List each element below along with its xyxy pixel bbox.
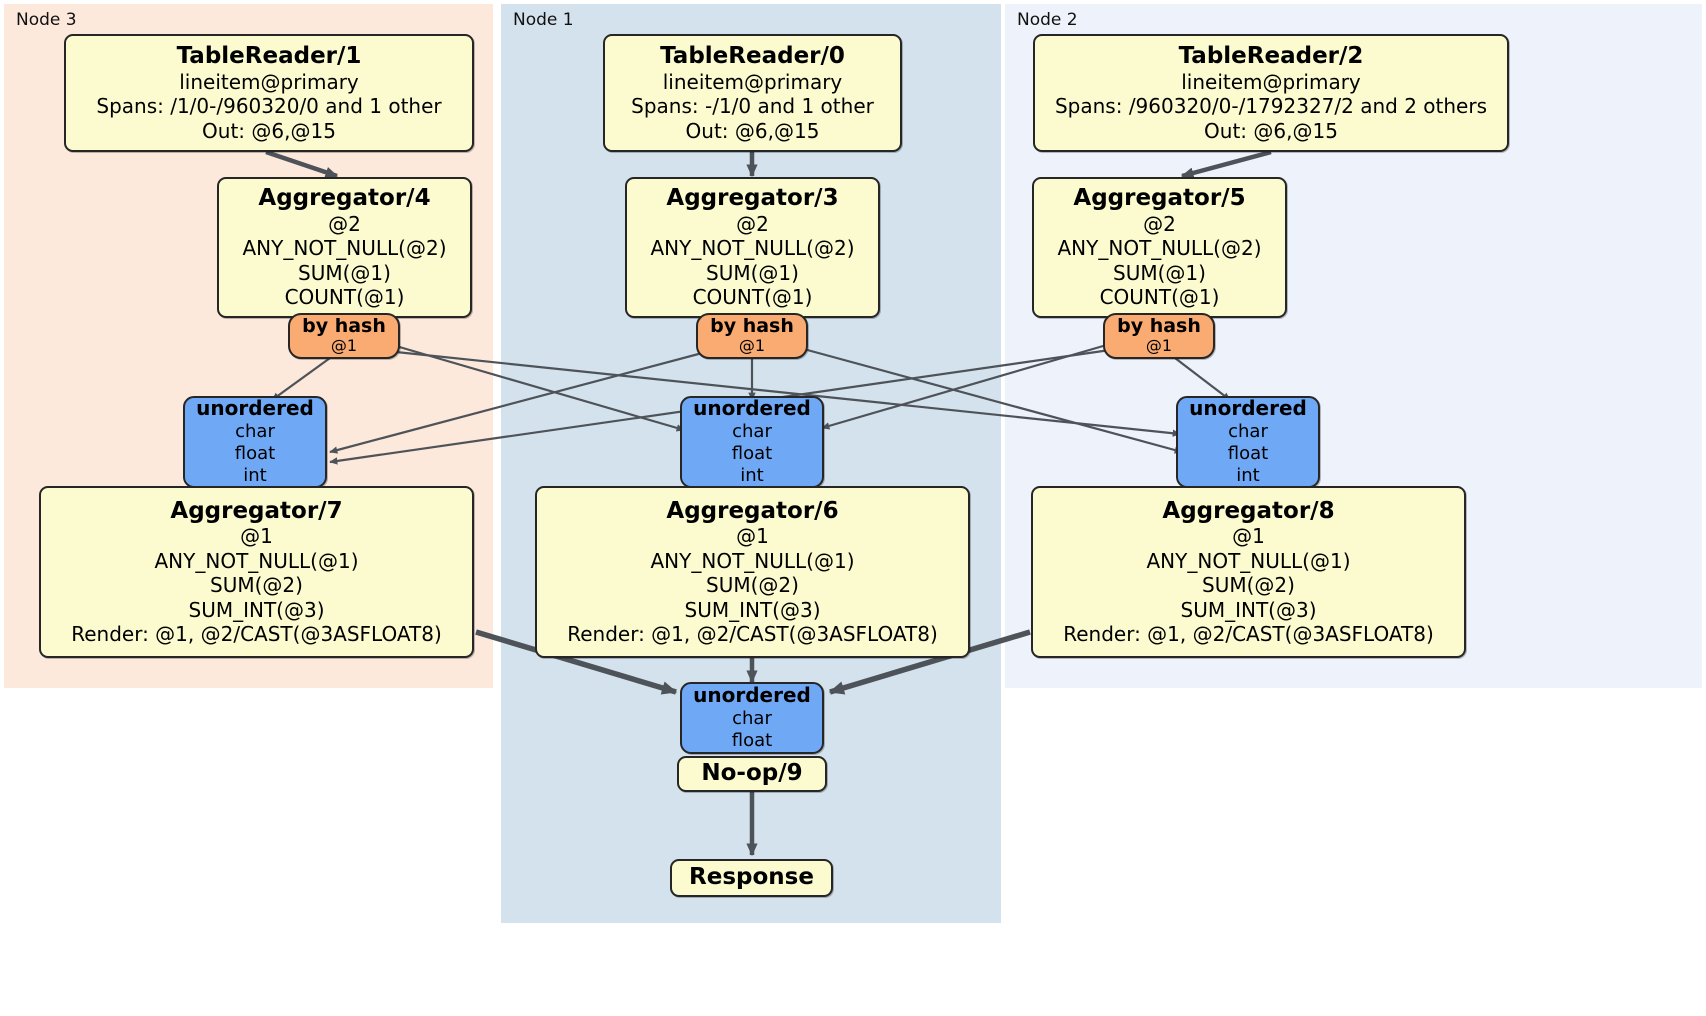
- node-agg: SUM(@1): [706, 260, 799, 285]
- receiver-type: char: [1228, 420, 1268, 442]
- receiver-type: float: [234, 442, 276, 464]
- aggregator-node[interactable]: Aggregator/4 @2 ANY_NOT_NULL(@2) SUM(@1)…: [217, 177, 472, 318]
- node-title: No-op/9: [701, 760, 803, 787]
- node-agg: SUM(@1): [298, 260, 391, 285]
- node-group: @2: [736, 212, 769, 237]
- receiver-title: unordered: [693, 396, 811, 421]
- final-unordered-receiver-node[interactable]: unordered char float: [680, 682, 824, 754]
- node-spans: Spans: /1/0-/960320/0 and 1 other: [96, 94, 442, 119]
- node-title: Aggregator/7: [170, 497, 343, 524]
- receiver-type: int: [1236, 464, 1260, 486]
- node-agg: SUM_INT(@3): [188, 597, 325, 622]
- node-render: Render: @1, @2/CAST(@3ASFLOAT8): [1063, 621, 1434, 646]
- node-title: TableReader/1: [176, 43, 362, 70]
- hash-router-node[interactable]: by hash @1: [696, 313, 808, 359]
- aggregator-node[interactable]: Aggregator/8 @1 ANY_NOT_NULL(@1) SUM(@2)…: [1031, 486, 1466, 658]
- node-agg: COUNT(@1): [1099, 285, 1220, 310]
- node-agg: SUM(@2): [1202, 573, 1295, 598]
- node-agg: SUM_INT(@3): [684, 597, 821, 622]
- router-title: by hash: [710, 315, 794, 338]
- noop-node[interactable]: No-op/9: [677, 756, 827, 792]
- node-title: Aggregator/3: [666, 185, 839, 212]
- node-agg: ANY_NOT_NULL(@1): [154, 548, 359, 573]
- node-table: lineitem@primary: [662, 69, 843, 94]
- aggregator-node[interactable]: Aggregator/5 @2 ANY_NOT_NULL(@2) SUM(@1)…: [1032, 177, 1287, 318]
- table-reader-node[interactable]: TableReader/1 lineitem@primary Spans: /1…: [64, 34, 474, 152]
- node-agg: SUM_INT(@3): [1180, 597, 1317, 622]
- node-table: lineitem@primary: [1181, 69, 1361, 94]
- table-reader-node[interactable]: TableReader/0 lineitem@primary Spans: -/…: [603, 34, 902, 152]
- aggregator-node[interactable]: Aggregator/7 @1 ANY_NOT_NULL(@1) SUM(@2)…: [39, 486, 474, 658]
- unordered-receiver-node[interactable]: unordered char float int: [680, 396, 824, 488]
- node-title: Aggregator/4: [258, 185, 431, 212]
- node-group: @1: [1232, 524, 1265, 549]
- router-column: @1: [330, 336, 358, 356]
- receiver-title: unordered: [693, 683, 811, 708]
- unordered-receiver-node[interactable]: unordered char float int: [183, 396, 327, 488]
- receiver-title: unordered: [1189, 396, 1307, 421]
- router-title: by hash: [302, 315, 386, 338]
- node-out: Out: @6,@15: [202, 118, 336, 143]
- node-group: @2: [328, 212, 361, 237]
- node-title: Response: [689, 864, 814, 891]
- node-group: @1: [736, 524, 769, 549]
- node-title: Aggregator/6: [666, 497, 839, 524]
- node-title: Aggregator/5: [1073, 185, 1246, 212]
- receiver-type: char: [235, 420, 275, 442]
- node-render: Render: @1, @2/CAST(@3ASFLOAT8): [567, 621, 938, 646]
- table-reader-node[interactable]: TableReader/2 lineitem@primary Spans: /9…: [1033, 34, 1509, 152]
- hash-router-node[interactable]: by hash @1: [288, 313, 400, 359]
- receiver-type: float: [1227, 442, 1269, 464]
- node-title: TableReader/0: [660, 43, 845, 70]
- node-group: @2: [1143, 212, 1176, 237]
- node-agg: SUM(@2): [210, 573, 303, 598]
- response-node[interactable]: Response: [670, 859, 833, 897]
- node-title: Aggregator/8: [1162, 497, 1335, 524]
- node-table: lineitem@primary: [179, 69, 359, 94]
- unordered-receiver-node[interactable]: unordered char float int: [1176, 396, 1320, 488]
- node-title: TableReader/2: [1178, 43, 1364, 70]
- node-agg: SUM(@1): [1113, 260, 1206, 285]
- node-spans: Spans: /960320/0-/1792327/2 and 2 others: [1054, 94, 1487, 119]
- aggregator-node[interactable]: Aggregator/6 @1 ANY_NOT_NULL(@1) SUM(@2)…: [535, 486, 970, 658]
- receiver-type: char: [732, 420, 772, 442]
- node-out: Out: @6,@15: [685, 118, 820, 143]
- receiver-type: float: [731, 729, 773, 751]
- node-agg: ANY_NOT_NULL(@1): [1146, 548, 1351, 573]
- node-agg: COUNT(@1): [692, 285, 813, 310]
- node-agg: SUM(@2): [706, 573, 799, 598]
- aggregator-node[interactable]: Aggregator/3 @2 ANY_NOT_NULL(@2) SUM(@1)…: [625, 177, 880, 318]
- node-panel-label: Node 2: [1017, 10, 1078, 30]
- node-panel-label: Node 1: [513, 10, 574, 30]
- node-agg: ANY_NOT_NULL(@1): [650, 548, 855, 573]
- hash-router-node[interactable]: by hash @1: [1103, 313, 1215, 359]
- router-column: @1: [1145, 336, 1173, 356]
- receiver-type: int: [740, 464, 764, 486]
- receiver-type: char: [732, 707, 772, 729]
- node-render: Render: @1, @2/CAST(@3ASFLOAT8): [71, 621, 442, 646]
- node-group: @1: [240, 524, 273, 549]
- node-agg: ANY_NOT_NULL(@2): [242, 236, 447, 261]
- receiver-title: unordered: [196, 396, 314, 421]
- router-title: by hash: [1117, 315, 1201, 338]
- receiver-type: float: [731, 442, 773, 464]
- node-out: Out: @6,@15: [1204, 118, 1338, 143]
- node-panel-label: Node 3: [16, 10, 77, 30]
- node-spans: Spans: -/1/0 and 1 other: [631, 94, 874, 119]
- receiver-type: int: [243, 464, 267, 486]
- node-agg: ANY_NOT_NULL(@2): [650, 236, 855, 261]
- node-agg: ANY_NOT_NULL(@2): [1057, 236, 1262, 261]
- node-agg: COUNT(@1): [284, 285, 405, 310]
- router-column: @1: [738, 336, 766, 356]
